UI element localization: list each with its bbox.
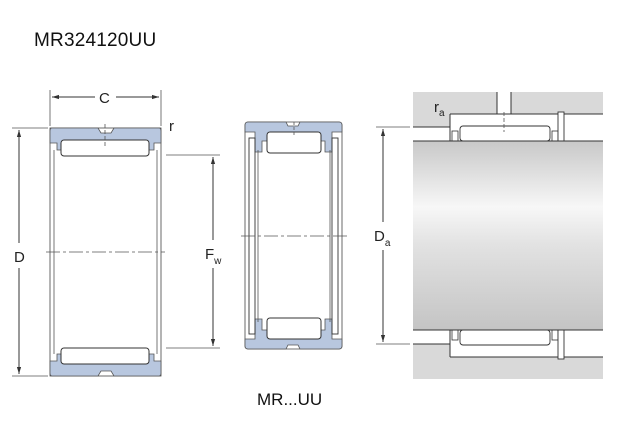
needle-roller <box>266 131 322 154</box>
mounting-view: ra Da <box>374 92 603 379</box>
section-view-sealed <box>241 121 347 350</box>
lubrication-hole <box>497 92 511 114</box>
dim-label-fw: Fw <box>205 246 222 267</box>
shaft <box>413 141 603 330</box>
dim-label-r: r <box>169 118 174 135</box>
dim-label-d: D <box>14 249 25 266</box>
needle-roller <box>459 125 551 142</box>
dim-label-c: C <box>99 90 110 107</box>
needle-roller <box>266 317 322 340</box>
section-view-dimensioned: C r D Fw <box>12 90 222 377</box>
needle-roller <box>60 347 150 365</box>
dim-label-da: Da <box>374 228 391 249</box>
part-number-title: MR324120UU <box>34 30 157 51</box>
variant-caption: MR...UU <box>257 390 323 409</box>
retaining-ring <box>557 329 565 360</box>
dim-label-ra: ra <box>434 99 445 119</box>
retaining-ring <box>557 111 565 142</box>
needle-roller <box>459 329 551 346</box>
